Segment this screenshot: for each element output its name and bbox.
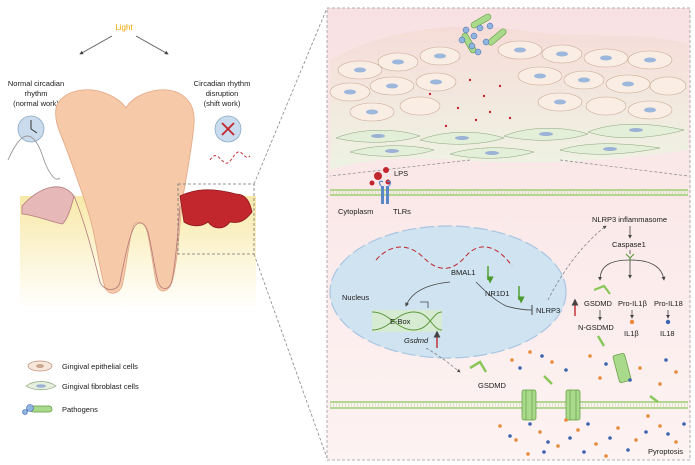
pathogen-icon: [22, 404, 53, 415]
caspase-branch-il18: [629, 259, 666, 281]
nucleus: [329, 225, 567, 359]
light-label: Light: [115, 23, 133, 32]
ebox-inhibition-line: [420, 301, 429, 308]
tooth: [55, 89, 195, 294]
disruption-line2: disruption: [206, 89, 239, 98]
bmal1-to-ebox-arrow: [405, 281, 451, 307]
il18-label: IL18: [660, 329, 675, 338]
gsdmd-gene-label: Gsdmd: [404, 336, 429, 345]
healthy-gingiva: [21, 186, 75, 225]
normal-rhythm-line2: rhythm: [25, 89, 48, 98]
legend: Gingival epithelial cells Gingival fibro…: [22, 360, 139, 415]
fibroblast-cell-icon: [25, 381, 57, 391]
gsdmd-pore-icon: [521, 389, 537, 421]
il1b-label: IL1β: [624, 329, 639, 338]
gsdmd-pore-icon: [612, 353, 632, 383]
tlr-receptor-icon: [378, 180, 392, 204]
light-arrow-right: [135, 35, 169, 55]
bmal1-to-nlrp3-line: [475, 281, 533, 311]
n-gsdmd-fragment-icon: [596, 335, 606, 347]
zoom-line-top: [253, 7, 328, 185]
zoom-line-bottom: [253, 253, 328, 459]
epithelial-cell-icon: [27, 360, 53, 372]
pro-il18-label: Pro-IL18: [654, 299, 683, 308]
gsdmd-fragment-icon: [543, 375, 553, 385]
clock-icon: [17, 115, 45, 143]
gsdmd-pore-icon: [565, 389, 581, 421]
left-panel: Light Normal circadian rhythm (normal wo…: [7, 7, 328, 459]
cell-membrane-bottom: [330, 401, 688, 409]
right-panel: LPS Cytoplasm TLRs Nucleus BMAL1 NR1D1 N…: [326, 7, 691, 461]
pyroptosis-label: Pyroptosis: [648, 447, 683, 456]
gsdmd-label: GSDMD: [478, 381, 507, 390]
caspase-branch-gsdmd: [598, 259, 631, 281]
ebox-label: E-Box: [390, 317, 411, 326]
pathogen-cluster: [458, 13, 507, 56]
cytokine-dots: [498, 350, 686, 458]
gsdmd-protein-icon: [469, 360, 488, 373]
nlrp3-inflammasome-label: NLRP3 inflammasome: [592, 215, 667, 224]
zoom-region: [177, 183, 255, 255]
gsdmd-cleavage-label: GSDMD: [584, 299, 613, 308]
n-gsdmd-label: N-GSDMD: [578, 323, 614, 332]
bmal1-label: BMAL1: [451, 268, 476, 277]
normal-rhythm-line3: (normal work): [13, 99, 59, 108]
cell-zoom-left: [329, 159, 471, 177]
cell-membrane-top: [330, 189, 688, 196]
ebox-dna-icon: [371, 310, 443, 332]
nr1d1-label: NR1D1: [485, 289, 510, 298]
clock-oscillation-wave: [375, 246, 513, 269]
gingival-tissue: [329, 13, 688, 170]
nucleus-label: Nucleus: [342, 293, 369, 302]
legend-epithelial: Gingival epithelial cells: [62, 362, 138, 371]
disrupted-clock-icon: [214, 115, 242, 143]
gsdmd-expression-arrow: [425, 347, 461, 373]
light-arrow-left: [79, 35, 113, 55]
legend-pathogens: Pathogens: [62, 405, 98, 414]
legend-fibroblast: Gingival fibroblast cells: [62, 382, 139, 391]
cell-zoom-right: [559, 159, 689, 177]
il1b-dot-icon: [629, 319, 635, 325]
tooth-root-outline: [73, 195, 181, 290]
lps-label: LPS: [394, 169, 408, 178]
disrupted-rhythm-wave-icon: [209, 151, 251, 164]
caspase1-label: Caspase1: [612, 240, 646, 249]
disruption-line3: (shift work): [204, 99, 241, 108]
il18-dot-icon: [665, 319, 671, 325]
tlrs-label: TLRs: [393, 207, 411, 216]
inflamed-gingiva: [179, 189, 253, 229]
pro-il1b-label: Pro-IL1β: [618, 299, 648, 308]
nlrp3-gene-label: NLRP3: [536, 306, 560, 315]
normal-rhythm-wave-icon: [7, 135, 61, 180]
gsdmd-fragment-icon: [649, 395, 659, 403]
normal-rhythm-line1: Normal circadian: [8, 79, 64, 88]
gsdmd-full-icon: [593, 284, 611, 295]
cytoplasm-label: Cytoplasm: [338, 207, 373, 216]
disruption-line1: Circadian rhythm: [194, 79, 251, 88]
nlrp3-to-inflammasome-arrow: [547, 225, 607, 301]
